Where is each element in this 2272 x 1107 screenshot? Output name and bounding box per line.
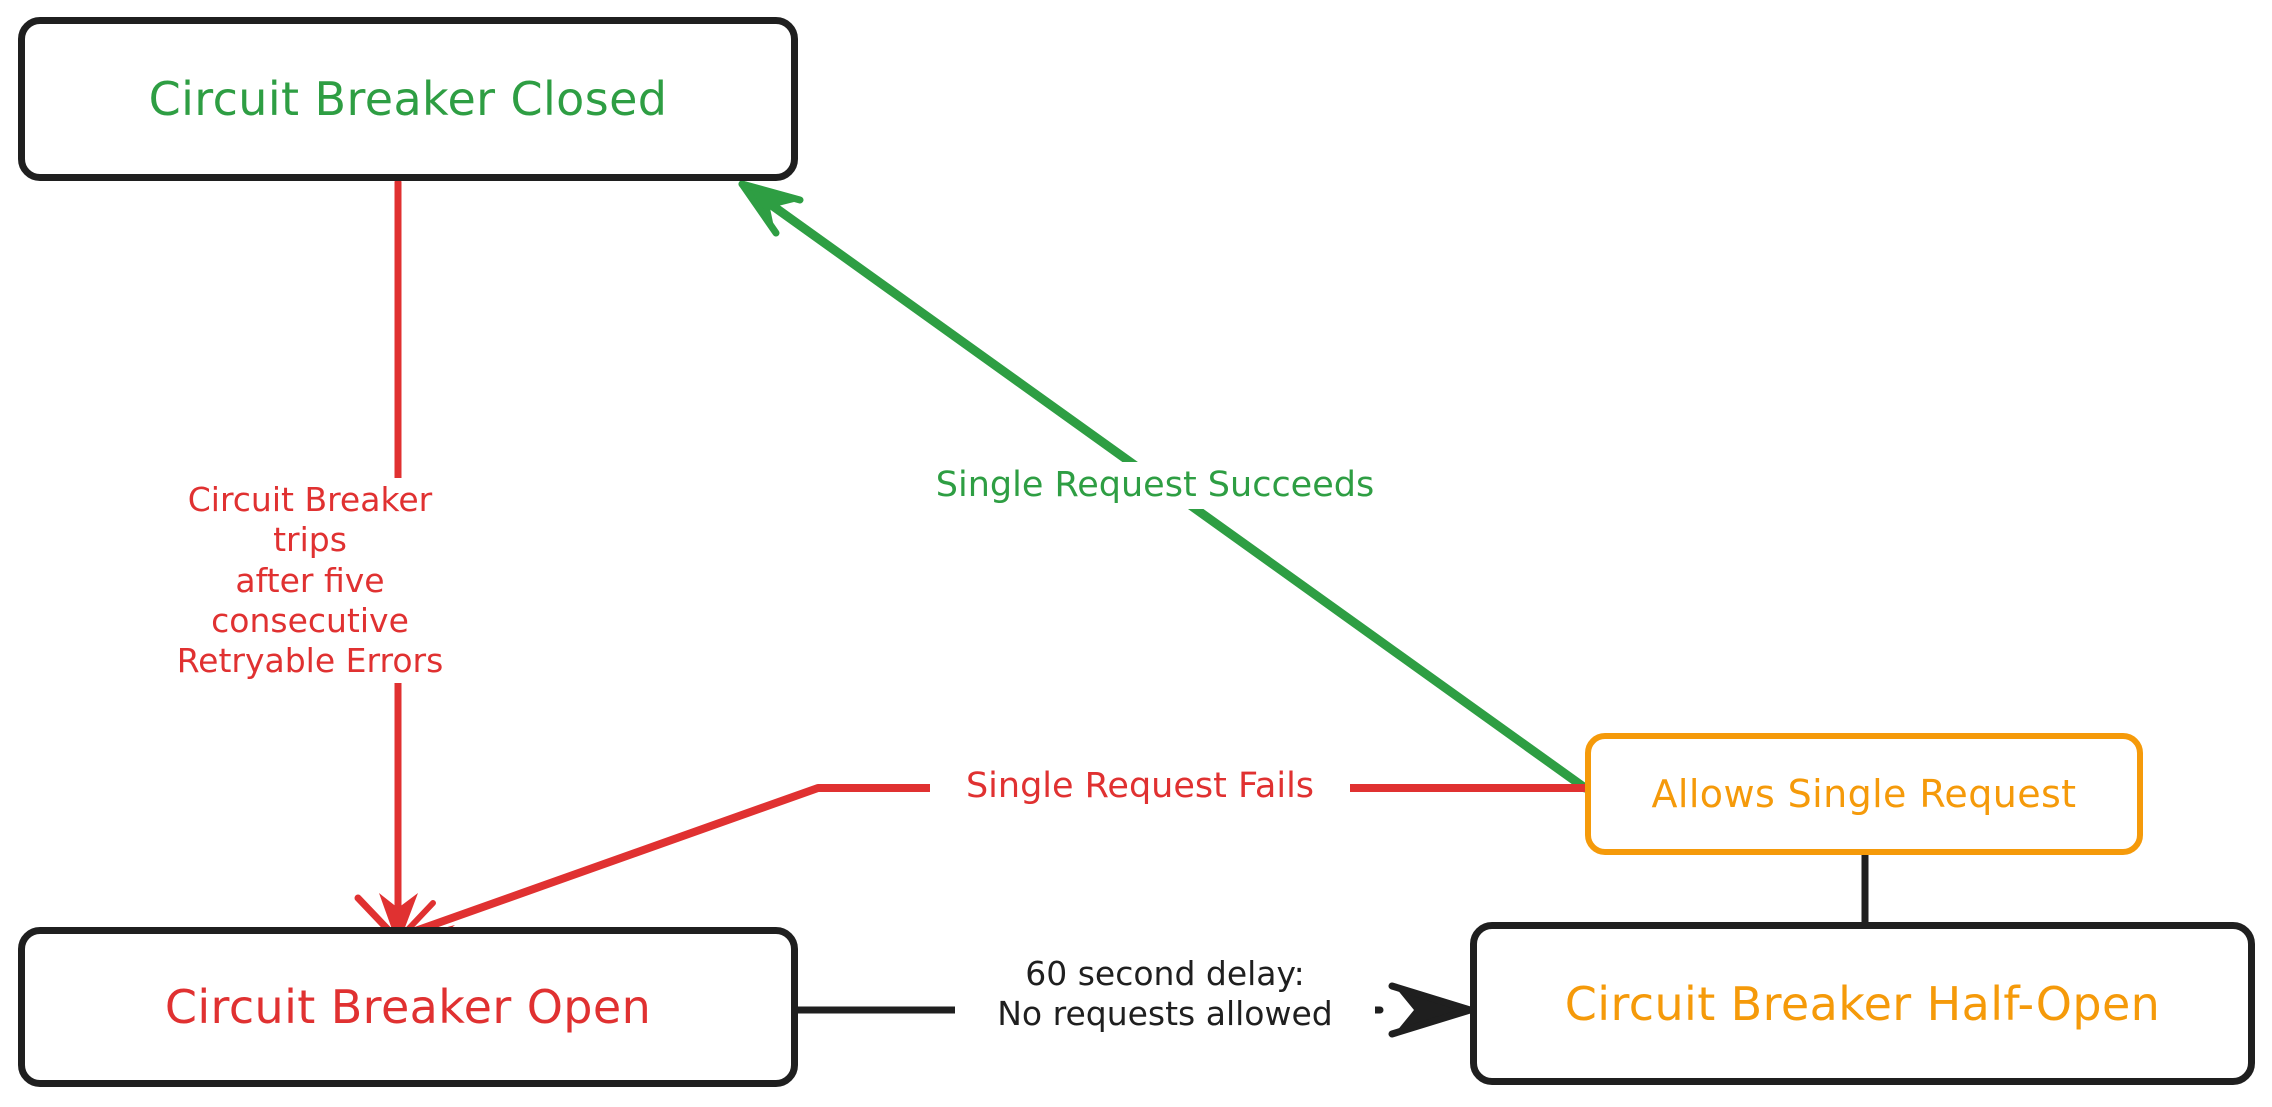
node-label-open: Circuit Breaker Open <box>164 980 652 1034</box>
node-allows-single-request[interactable]: Allows Single Request <box>1585 733 2143 855</box>
node-circuit-breaker-closed[interactable]: Circuit Breaker Closed <box>18 17 798 181</box>
edge-label-open-to-halfopen: 60 second delay: No requests allowed <box>955 952 1375 1037</box>
edge-label-allows-to-open: Single Request Fails <box>930 763 1350 810</box>
node-circuit-breaker-half-open[interactable]: Circuit Breaker Half-Open <box>1470 922 2255 1085</box>
node-label-allows-single-request: Allows Single Request <box>1651 772 2077 816</box>
edge-label-allows-to-closed: Single Request Succeeds <box>905 462 1405 509</box>
node-circuit-breaker-open[interactable]: Circuit Breaker Open <box>18 927 798 1087</box>
node-label-closed: Circuit Breaker Closed <box>148 72 668 126</box>
node-label-half-open: Circuit Breaker Half-Open <box>1564 976 2161 1031</box>
edge-label-closed-to-open: Circuit Breaker trips after five consecu… <box>150 478 470 684</box>
